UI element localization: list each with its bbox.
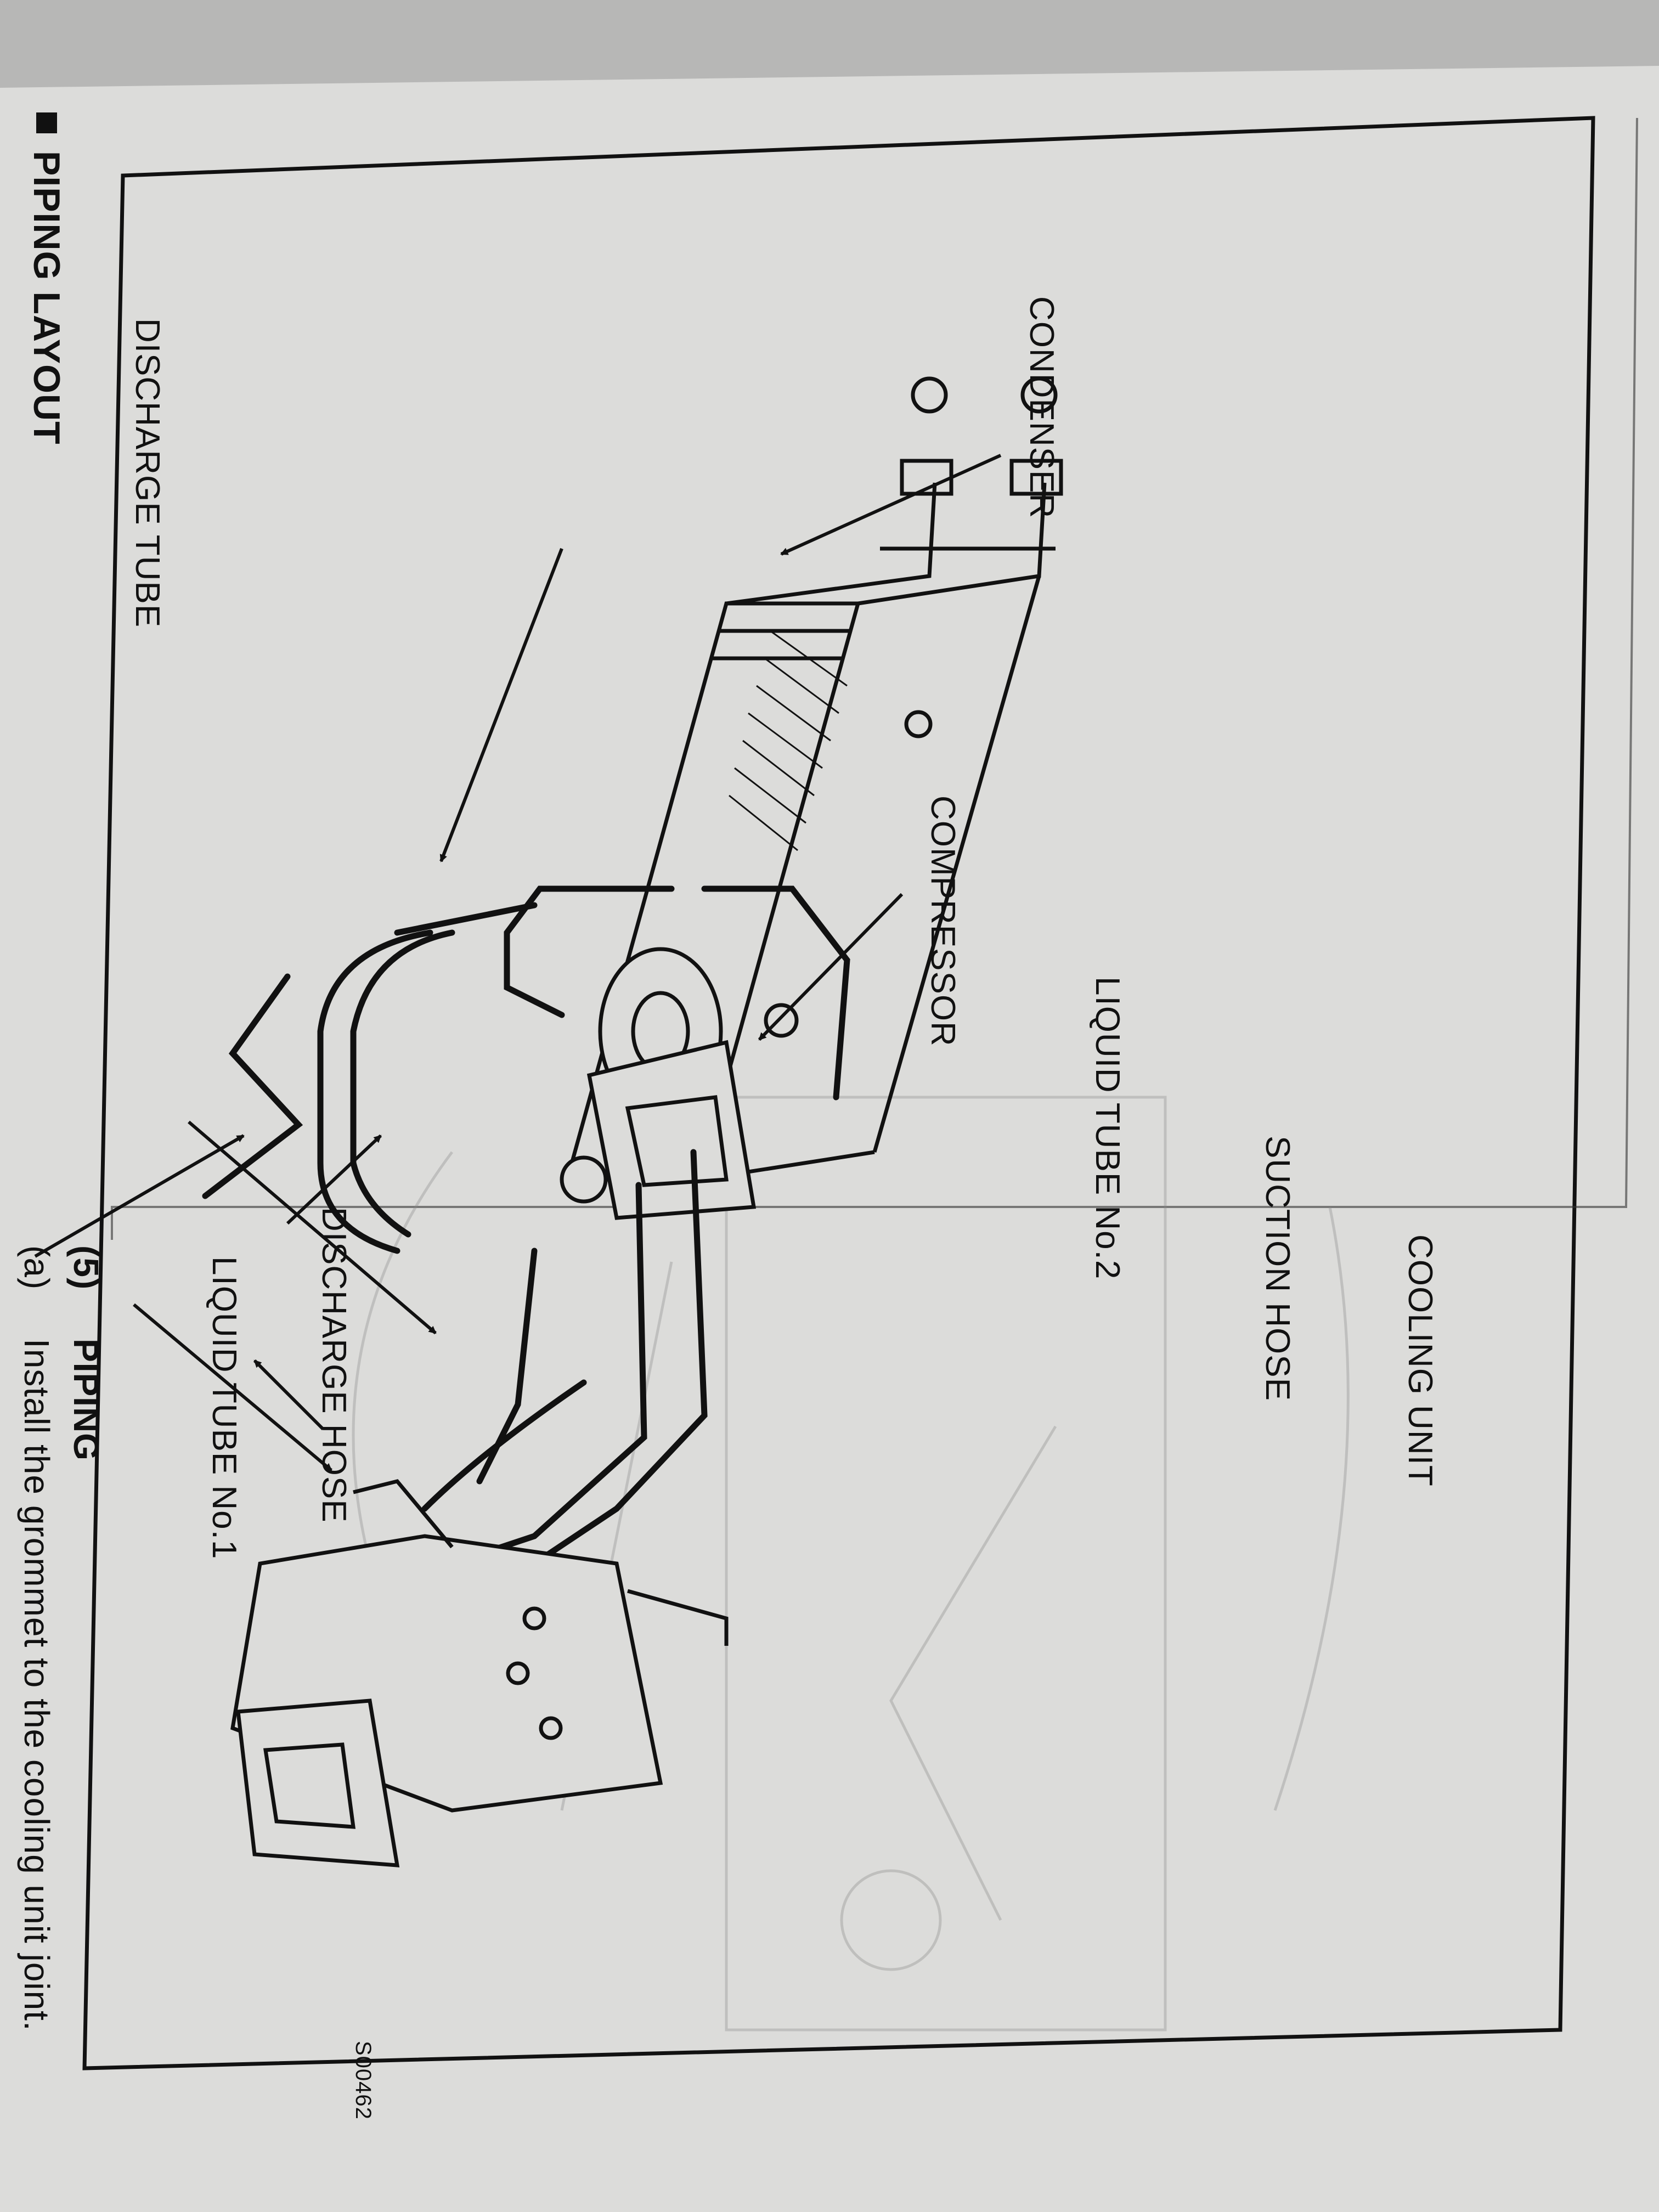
piping-lines	[202, 885, 850, 1567]
compressor-drawing	[560, 947, 799, 1220]
callout-discharge-tube: DISCHARGE TUBE	[128, 318, 166, 628]
figure-frame	[82, 116, 1595, 2070]
callout-discharge-hose: DISCHARGE HOSE	[315, 1207, 353, 1523]
callout-liquid-tube-no1: LIQUID TUBE No.1	[205, 1256, 243, 1560]
adjacent-column-border	[111, 117, 1638, 1240]
step-title: PIPING	[66, 1339, 106, 1461]
section-heading: PIPING LAYOUT	[26, 151, 67, 445]
callout-liquid-tube-no2: LIQUID TUBE No.2	[1088, 977, 1126, 1280]
figure-code: S00462	[351, 2041, 375, 2120]
callout-condenser: CONDENSER	[1023, 296, 1060, 519]
callout-leaders	[34, 454, 1002, 1472]
substep-text: Install the grommet to the cooling unit …	[17, 1339, 57, 2032]
step-number: (5)	[66, 1245, 106, 1290]
ghost-background-sketch	[352, 1096, 1350, 2032]
heading-bullet	[36, 112, 57, 133]
callout-suction-hose: SUCTION HOSE	[1259, 1136, 1296, 1401]
callout-compressor: COMPRESSOR	[924, 795, 962, 1047]
substep-marker: (a)	[17, 1245, 57, 1290]
callout-cooling-unit: COOLING UNIT	[1401, 1234, 1439, 1487]
cooling-unit-drawing	[230, 1479, 729, 1867]
